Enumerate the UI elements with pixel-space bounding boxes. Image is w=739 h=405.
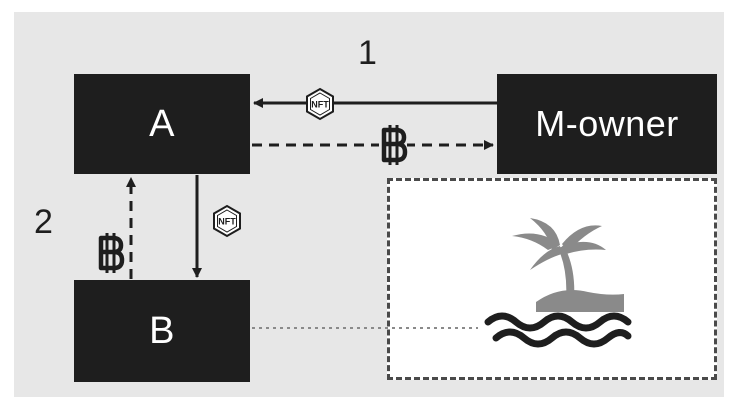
- asset-box: [387, 178, 717, 380]
- node-b-label: B: [149, 309, 175, 352]
- island-icon: [484, 218, 632, 348]
- node-a-label: A: [149, 102, 175, 145]
- bitcoin-icon: [379, 125, 408, 165]
- nft-badge-text: NFT: [311, 100, 329, 110]
- node-b: B: [74, 280, 250, 382]
- node-m-owner-label: M-owner: [535, 103, 679, 144]
- nft-hexagon-icon: NFT: [213, 204, 241, 238]
- node-m-owner: M-owner: [497, 74, 717, 174]
- node-a: A: [74, 74, 250, 174]
- step-2-label: 2: [34, 203, 53, 241]
- nft-hexagon-icon: NFT: [306, 87, 334, 121]
- bitcoin-icon: [98, 233, 125, 273]
- nft-badge-text: NFT: [218, 217, 236, 227]
- step-1-label: 1: [358, 34, 377, 72]
